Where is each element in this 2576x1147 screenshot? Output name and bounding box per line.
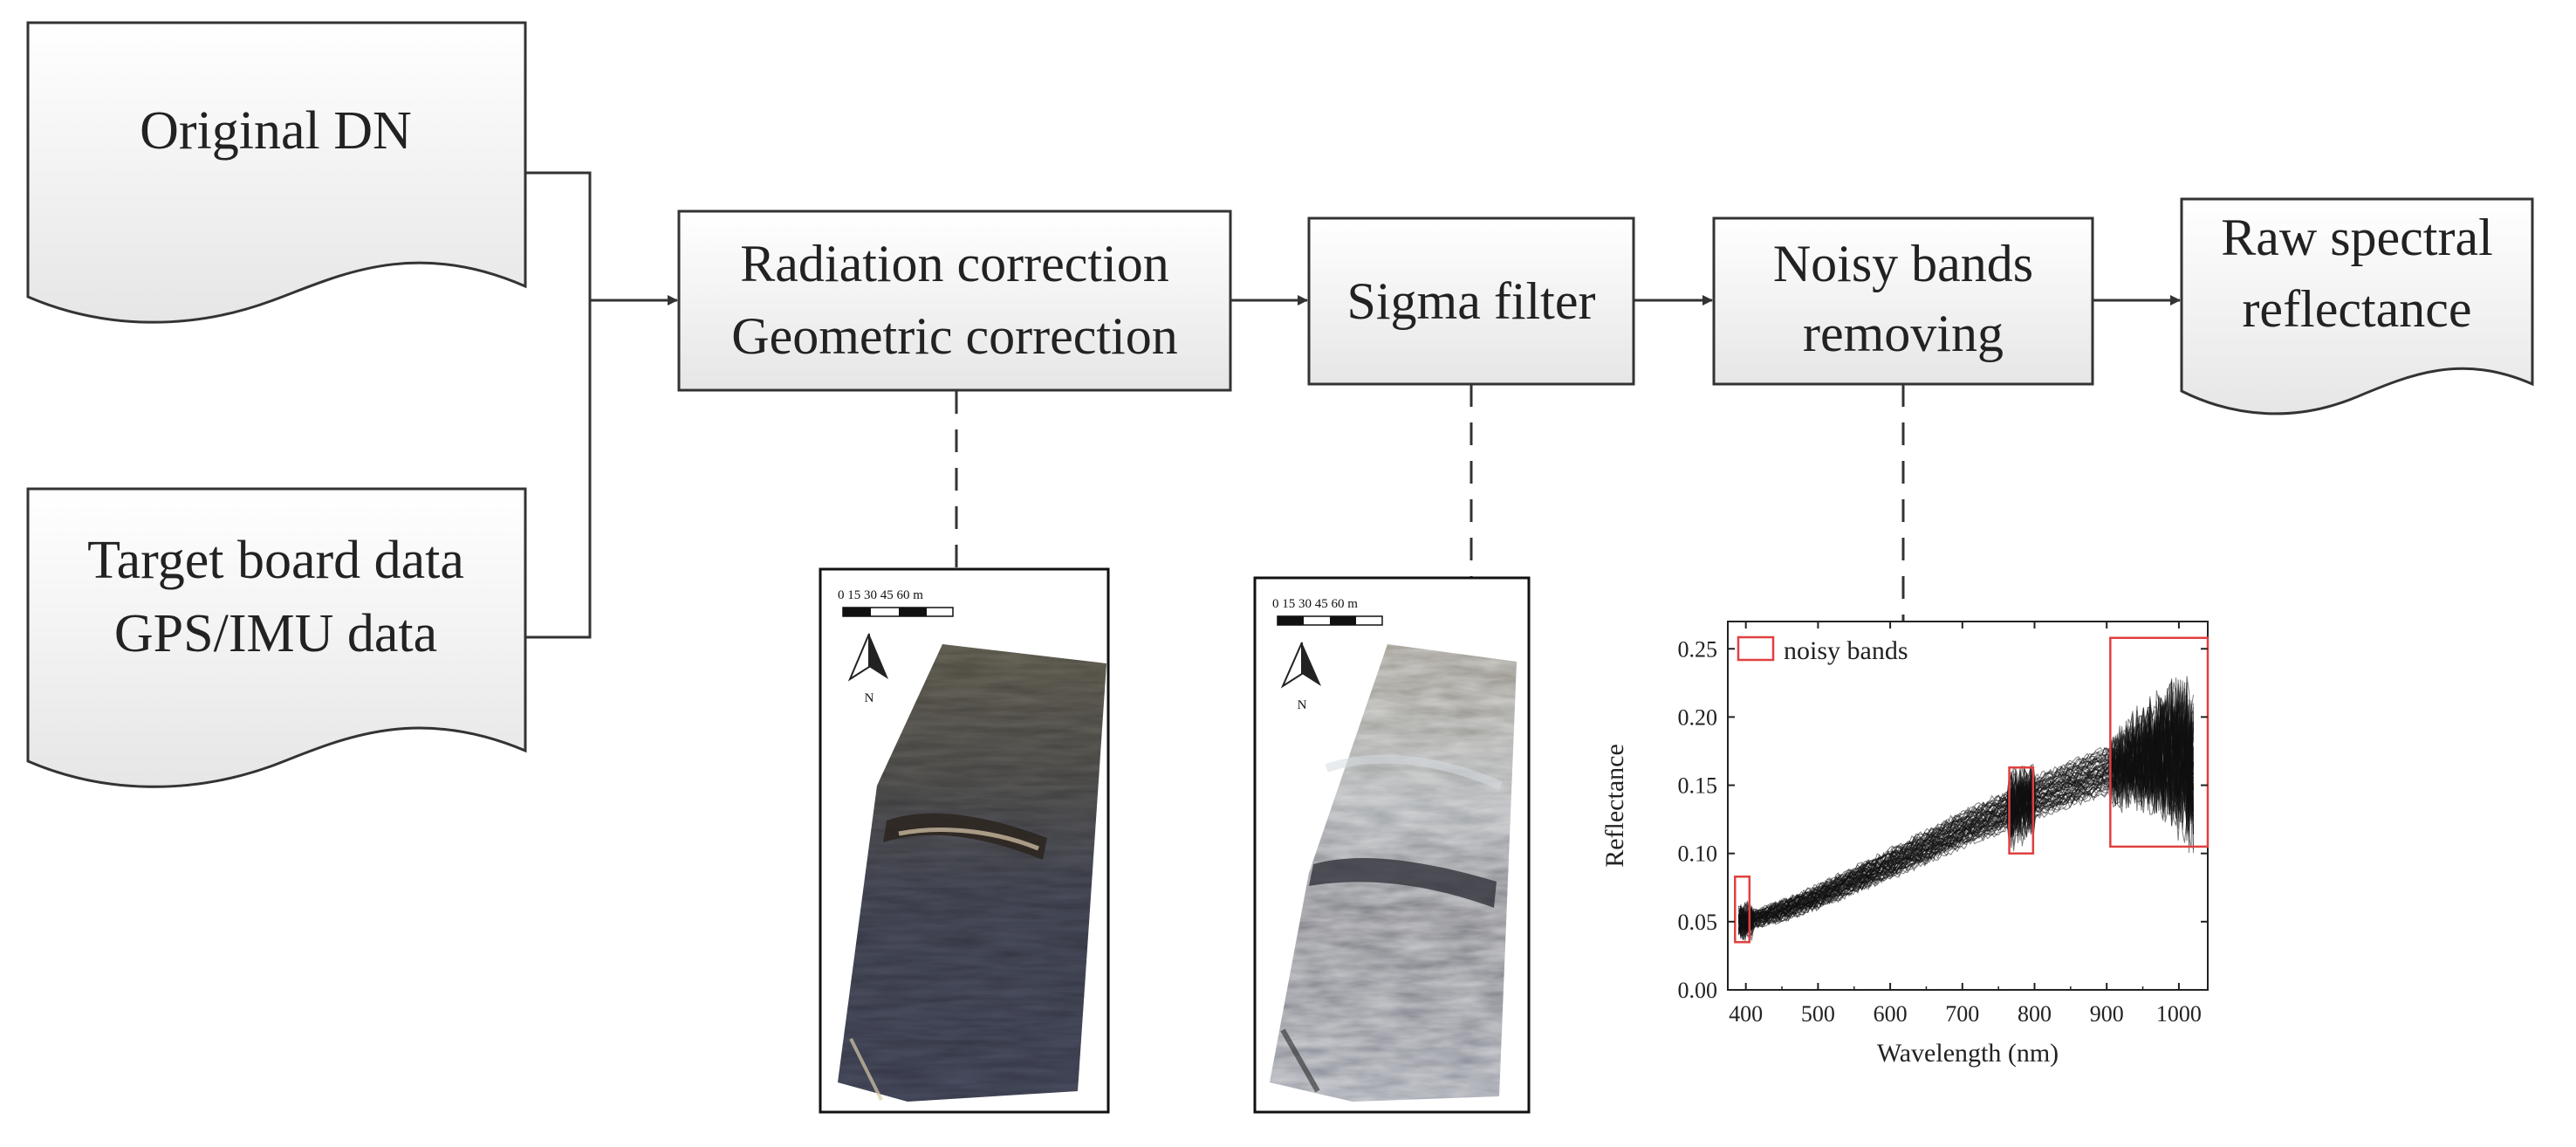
corrected-image-panel: 0 15 30 45 60 m N [819,567,1110,1114]
legend: noisy bands [1737,635,1908,665]
noisy-band-regions [1734,636,2209,944]
x-axis-title: Wavelength (nm) [1877,1039,2059,1068]
target-board-node: Target board data GPS/IMU data [26,487,527,788]
spectrum-line [1737,695,2194,931]
document-shape [2180,197,2534,416]
gps-imu-label: GPS/IMU data [114,604,437,663]
scale-bar-segment [843,608,871,616]
original-dn-node: Original DN [26,21,527,324]
geometric-label: Geometric correction [731,307,1177,365]
radiation-label: Radiation correction [740,235,1168,292]
y-tick-label: 0.10 [1678,841,1718,867]
target-board-label: Target board data [87,531,464,590]
y-tick-label: 0.20 [1678,704,1718,730]
spectra-series [1737,676,2194,941]
y-tick-label: 0.00 [1678,978,1718,1003]
y-tick-label: 0.15 [1678,773,1718,799]
spectrum-line [1737,693,2194,931]
north-label: N [865,691,874,705]
merge-bracket [525,171,592,639]
scale-bar: 0 15 30 45 60 m [1272,597,1383,626]
hyperspectral-strip-image [838,644,1106,1102]
connectors [525,171,2181,639]
noisy-band-box [1734,876,1751,944]
original-dn-label: Original DN [140,101,412,161]
sigma-label: Sigma filter [1347,272,1596,330]
noisy-bands-box: Noisy bands removing [1712,216,2094,386]
x-axis: 400 500 600 700 800 900 1000 [1729,622,2202,1027]
y-axis: 0.00 0.05 0.10 0.15 0.20 0.25 [1678,636,2208,1003]
x-tick-label: 600 [1874,1001,1908,1027]
noisy-label-line2: removing [1803,305,2004,362]
document-shape [26,487,527,788]
north-label: N [1298,698,1307,712]
noisy-label-line1: Noisy bands [1773,235,2033,292]
legend-swatch [1737,635,1775,662]
plot-area [1727,621,2209,991]
spectrum-line [1737,699,2194,935]
raw-reflectance-node: Raw spectral reflectance [2180,197,2534,416]
scale-bar: 0 15 30 45 60 m [838,588,954,617]
scale-bar-label: 0 15 30 45 60 m [838,588,923,602]
x-tick-label: 400 [1729,1001,1763,1027]
filtered-strip-image [1270,644,1517,1102]
dashed-leaders [955,384,1905,622]
process-box [1307,216,1635,386]
north-arrow-icon: N [847,633,888,705]
y-tick-label: 0.05 [1678,910,1718,935]
scale-bar-label: 0 15 30 45 60 m [1272,597,1358,611]
x-tick-label: 800 [2018,1001,2052,1027]
output-label-line1: Raw spectral [2221,209,2493,266]
spectrum-line [1737,718,2194,931]
noisy-band-box [2008,766,2035,855]
document-shape [26,21,527,324]
process-box [1712,216,2094,386]
x-tick-label: 700 [1945,1001,1979,1027]
output-label-line2: reflectance [2242,280,2471,338]
y-axis-title: Reflectance [1600,744,1629,868]
spectrum-line [1737,690,2194,931]
scale-bar-segment [1278,616,1304,625]
spectrum-line [1737,727,2194,940]
north-arrow-icon: N [1280,642,1321,712]
radiation-correction-box: Radiation correction Geometric correctio… [677,209,1232,392]
noisy-band-box [2109,636,2209,848]
x-tick-label: 1000 [2156,1001,2202,1027]
legend-label: noisy bands [1784,636,1908,665]
y-tick-label: 0.25 [1678,636,1718,662]
scale-bar-segment [899,608,927,616]
x-tick-label: 900 [2090,1001,2124,1027]
filtered-image-panel: 0 15 30 45 60 m N [1253,576,1531,1114]
spectrum-line [1737,701,2194,932]
sigma-filter-box: Sigma filter [1307,216,1635,386]
x-tick-label: 500 [1801,1001,1835,1027]
spectrum-line [1737,700,2194,931]
scale-bar-segment [1330,616,1356,625]
process-box [677,209,1232,392]
